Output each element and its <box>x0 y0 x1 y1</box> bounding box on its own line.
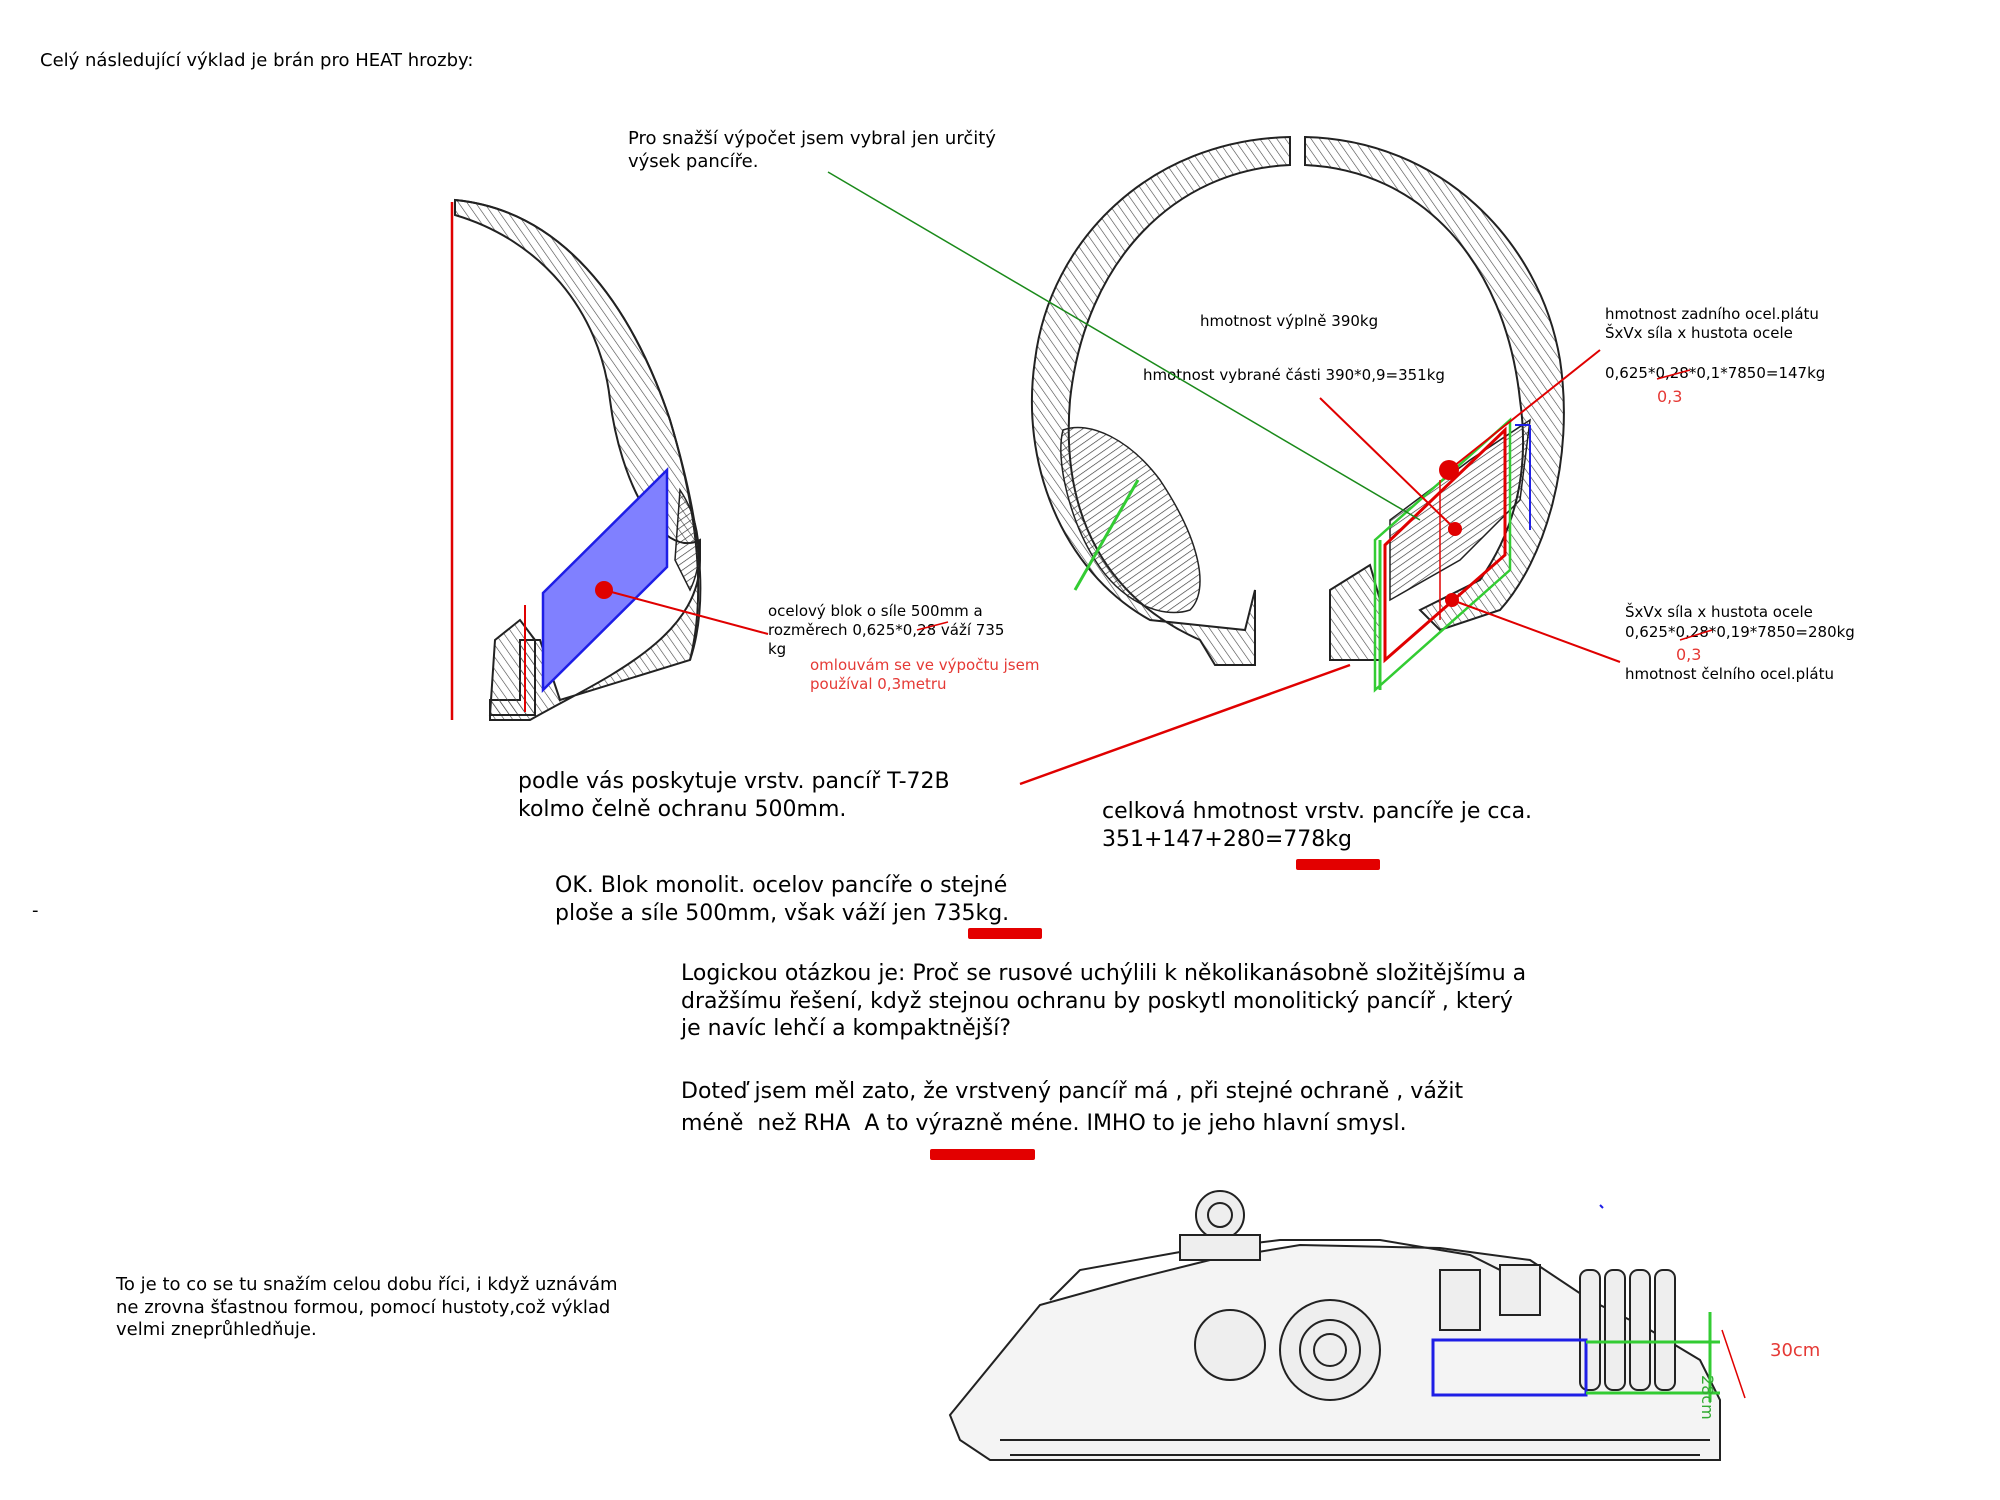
left-cheek-green-line <box>1073 479 1140 591</box>
red-frame <box>1383 426 1507 664</box>
intro-text: Celý následující výklad je brán pro HEAT… <box>40 50 474 71</box>
selected-mass-label: hmotnost vybrané části 390*0,9=351kg <box>1143 366 1445 384</box>
left-cheek-filler <box>1060 426 1201 614</box>
front-plate-correction: 0,3 <box>1676 645 1702 664</box>
strike-028-front <box>1679 629 1713 641</box>
sight-housing <box>1194 1309 1266 1381</box>
strike-028-left <box>916 621 949 631</box>
tank-armor-block <box>1431 1338 1588 1397</box>
rear-plate-correction: 0,3 <box>1657 387 1683 406</box>
gun-mantlet <box>1279 1299 1381 1401</box>
underline-778kg <box>1296 859 1380 870</box>
dim-depth-label: 30cm <box>1770 1340 1821 1361</box>
total-mass-text: celková hmotnost vrstv. pancíře je cca. … <box>1102 799 1533 852</box>
commander-cupola <box>1195 1190 1245 1240</box>
section-note: Pro snažší výpočet jsem vybral jen určit… <box>628 128 996 172</box>
left-turret-section <box>450 198 769 721</box>
strike-028-rear <box>1656 369 1691 380</box>
left-lower-lip <box>488 618 536 716</box>
right-turret-section <box>827 135 1621 786</box>
claim-leader <box>1019 663 1351 786</box>
right-hatched-wall-left <box>1031 135 1291 666</box>
belief-line-2: méně než RHA A to výrazně méne. IMHO to … <box>681 1111 1407 1136</box>
belief-line-1: Doteď jsem měl zato, že vrstvený pancíř … <box>681 1079 1464 1104</box>
green-frame <box>1373 417 1512 693</box>
question-text: Logickou otázkou je: Proč se rusové uchý… <box>681 961 1527 1041</box>
stray-dash: - <box>32 900 39 921</box>
fill-leader <box>1319 397 1456 530</box>
tank-side-view <box>948 1190 1721 1461</box>
steel-block-parallelogram <box>541 466 669 694</box>
underline-vyrazne <box>930 1149 1035 1160</box>
note-leader-green <box>827 171 1421 521</box>
front-plate-leader <box>1451 599 1621 663</box>
front-plate-title: hmotnost čelního ocel.plátu <box>1625 665 1834 683</box>
rear-plate-leader <box>1448 349 1601 471</box>
steel-block-label: ocelový blok o síle 500mm a rozměrech 0,… <box>768 602 1005 658</box>
dim-height-label: 28cm <box>1698 1375 1717 1420</box>
rear-plate-title: hmotnost zadního ocel.plátu ŠxVx síla x … <box>1605 305 1819 342</box>
summary-text: To je to co se tu snažím celou dobu říci… <box>116 1274 618 1340</box>
front-plate-calc: 0,625*0,28*0,19*7850=280kg <box>1625 623 1855 641</box>
monolith-text: OK. Blok monolit. ocelov pancíře o stejn… <box>555 873 1010 926</box>
dim-strike <box>1721 1329 1746 1399</box>
front-plate-formula: ŠxVx síla x hustota ocele <box>1625 603 1813 621</box>
apology-note: omlouvám se ve výpočtu jsem používal 0,3… <box>810 656 1040 693</box>
steel-block-leader <box>603 589 769 635</box>
claim-text: podle vás poskytuje vrstv. pancíř T-72B … <box>518 769 950 822</box>
right-cheek-filler <box>1389 418 1531 602</box>
underline-735kg <box>968 928 1042 939</box>
right-hatched-wall-right <box>1304 135 1565 632</box>
fill-mass-label: hmotnost výplně 390kg <box>1200 312 1379 330</box>
